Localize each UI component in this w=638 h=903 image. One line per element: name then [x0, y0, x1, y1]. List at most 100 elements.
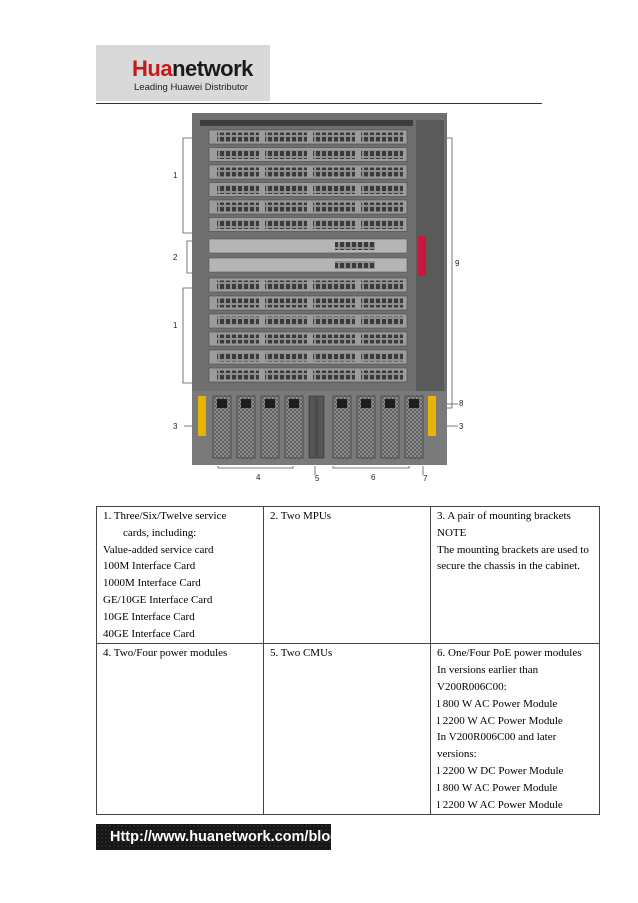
port-block	[217, 150, 259, 159]
port-block	[217, 220, 259, 229]
cell-line: cards, including:	[123, 526, 197, 539]
cell-line: l 800 W AC Power Module	[437, 697, 558, 710]
power-socket	[361, 399, 371, 408]
cell-line: 10GE Interface Card	[103, 610, 195, 623]
port-block	[265, 132, 307, 142]
cell-line: 2. Two MPUs	[270, 510, 332, 522]
cell-line: secure the chassis in the cabinet.	[437, 560, 580, 573]
callout-number: 6	[371, 473, 376, 482]
table-cell: 4. Two/Four power modules	[96, 643, 264, 816]
port-block	[265, 220, 307, 229]
cmu-module	[316, 395, 325, 459]
callout-number: 7	[423, 474, 428, 483]
port-block	[217, 352, 259, 362]
port-block	[313, 202, 355, 212]
cell-line: 100M Interface Card	[103, 560, 196, 573]
port-block	[361, 370, 403, 380]
bracket-yellow-tab	[198, 396, 206, 436]
cell-line: 40GE Interface Card	[103, 627, 195, 640]
mounting-bracket-accent	[418, 236, 426, 276]
cell-line: In V200R006C00 and later	[437, 731, 557, 744]
cell-line: l 800 W AC Power Module	[437, 781, 558, 794]
port-block	[265, 202, 307, 212]
cell-line: The mounting brackets are used to	[437, 543, 589, 556]
port-block	[217, 316, 259, 326]
port-block	[313, 132, 355, 142]
footer-url-banner[interactable]: Http://www.huanetwork.com/blog	[96, 824, 339, 850]
power-socket	[337, 399, 347, 408]
mpu-card	[208, 238, 408, 254]
port-block	[361, 298, 403, 308]
port-block	[217, 132, 259, 142]
power-socket	[289, 399, 299, 408]
cell-line: l 2200 W DC Power Module	[437, 764, 564, 777]
callout-number: 4	[256, 473, 261, 482]
callout-lines	[182, 137, 458, 475]
power-socket	[409, 399, 419, 408]
port-block	[313, 334, 355, 344]
cell-line: V200R006C00:	[437, 680, 507, 693]
port-block	[313, 370, 355, 380]
logo-brand-red: Hua	[132, 56, 173, 81]
power-module-bay	[192, 391, 447, 465]
component-table: 1. Three/Six/Twelve service cards, includ…	[96, 505, 600, 816]
power-module	[404, 395, 424, 459]
callout-number: 1	[173, 321, 178, 330]
mpu-slots	[208, 238, 408, 273]
logo-brand-dark: network	[172, 56, 253, 81]
company-logo: Huanetwork Leading Huawei Distributor	[96, 45, 270, 101]
cell-line: 4. Two/Four power modules	[103, 647, 228, 660]
port-block	[265, 185, 307, 194]
port-block	[217, 298, 259, 308]
cell-line: In versions earlier than	[437, 664, 539, 677]
table-cell: 2. Two MPUs	[263, 505, 431, 645]
port-block	[265, 150, 307, 159]
port-block	[217, 280, 259, 290]
power-module	[356, 395, 376, 459]
power-socket	[217, 399, 227, 408]
cell-line: l 2200 W AC Power Module	[437, 798, 563, 811]
port-block	[361, 352, 403, 362]
port-block	[361, 220, 403, 229]
logo-tagline: Leading Huawei Distributor	[134, 82, 249, 93]
port-block	[361, 185, 403, 194]
callout-number: 3	[173, 422, 178, 431]
power-module	[212, 395, 232, 459]
port-block	[217, 334, 259, 344]
port-block	[265, 352, 307, 362]
port-block	[361, 202, 403, 212]
table-cell: 5. Two CMUs	[263, 643, 431, 816]
cell-line: NOTE	[437, 526, 467, 539]
mpu-ports	[335, 242, 375, 250]
callout-number: 9	[455, 259, 460, 268]
header-divider	[96, 103, 542, 104]
callout-number: 3	[459, 422, 464, 431]
port-block	[313, 220, 355, 229]
table-cell: 1. Three/Six/Twelve service cards, includ…	[96, 505, 264, 645]
port-block	[313, 280, 355, 290]
callout-number: 5	[315, 474, 320, 483]
cell-line: 1000M Interface Card	[103, 577, 201, 590]
port-block	[313, 167, 355, 177]
cell-line: 1. Three/Six/Twelve service	[103, 510, 227, 522]
port-block	[217, 370, 259, 380]
callout-number: 8	[459, 399, 464, 408]
port-block	[265, 167, 307, 177]
power-module	[332, 395, 352, 459]
cell-line: 3. A pair of mounting brackets	[437, 510, 571, 522]
port-block	[361, 150, 403, 159]
port-block	[265, 280, 307, 290]
service-card-slots	[208, 129, 408, 383]
port-block	[361, 334, 403, 344]
mpu-ports	[335, 261, 375, 269]
cell-line: l 2200 W AC Power Module	[437, 714, 563, 727]
port-block	[265, 316, 307, 326]
port-block	[265, 370, 307, 380]
port-block	[313, 150, 355, 159]
power-module	[380, 395, 400, 459]
footer-url[interactable]: Http://www.huanetwork.com/blog	[110, 829, 340, 845]
cell-line: versions:	[437, 748, 477, 761]
